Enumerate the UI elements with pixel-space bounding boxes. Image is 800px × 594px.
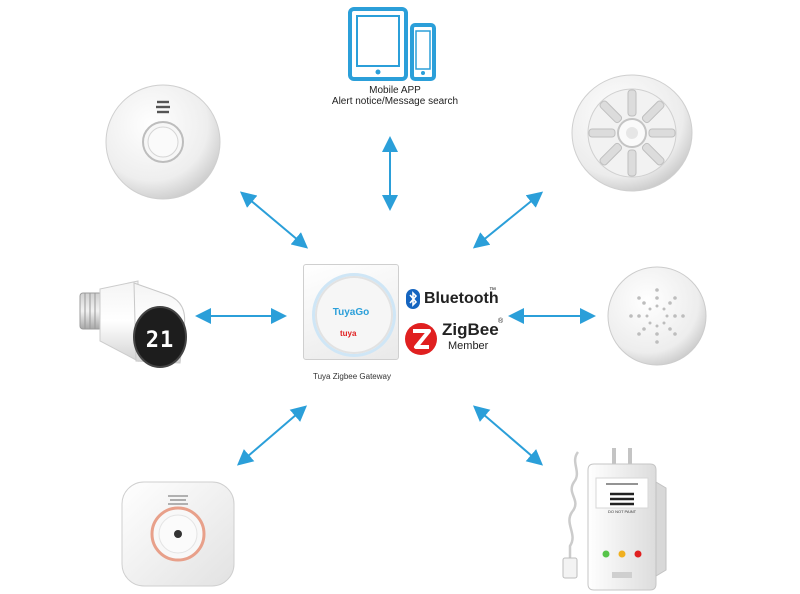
thermostat-display: 21 [145, 328, 175, 353]
arrow-gas-detector [472, 405, 544, 466]
zigbee-badge: ZigBee ® Member [404, 318, 504, 360]
gateway-ring [312, 273, 396, 357]
gateway-brand: TuyaGo [332, 307, 370, 318]
arrow-co-alarm [236, 405, 308, 466]
thermostat-body [79, 280, 187, 368]
co-alarm [121, 481, 235, 587]
mobile-app-subtitle: Alert notice/Message search [331, 96, 459, 107]
arrow-heat-detector [472, 191, 544, 249]
zigbee-icon [405, 323, 437, 355]
bluetooth-icon [406, 289, 420, 309]
tuya-logo: tuya [340, 329, 357, 338]
tablet-phone-icon [348, 7, 436, 81]
arrow-smoke-detector [239, 191, 309, 249]
bluetooth-label: Bluetooth [424, 290, 499, 307]
gas-detector-label: DO NOT PAINT [607, 509, 637, 514]
sound-siren [607, 266, 707, 366]
smoke-detector [105, 84, 221, 200]
gas-detector: DO NOT PAINT [552, 442, 670, 592]
gas-detector-body [562, 448, 667, 591]
zigbee-registered: ® [498, 318, 504, 325]
bluetooth-tm: ™ [489, 287, 496, 294]
heat-detector [571, 74, 693, 192]
mobile-app-title: Mobile APP [369, 85, 421, 96]
gateway-caption: Tuya Zigbee Gateway [313, 372, 391, 381]
gateway-device: TuyaGo tuya [303, 264, 399, 360]
zigbee-member: Member [448, 340, 489, 352]
zigbee-label: ZigBee [442, 320, 499, 339]
radiator-thermostat: 21 [76, 271, 192, 373]
